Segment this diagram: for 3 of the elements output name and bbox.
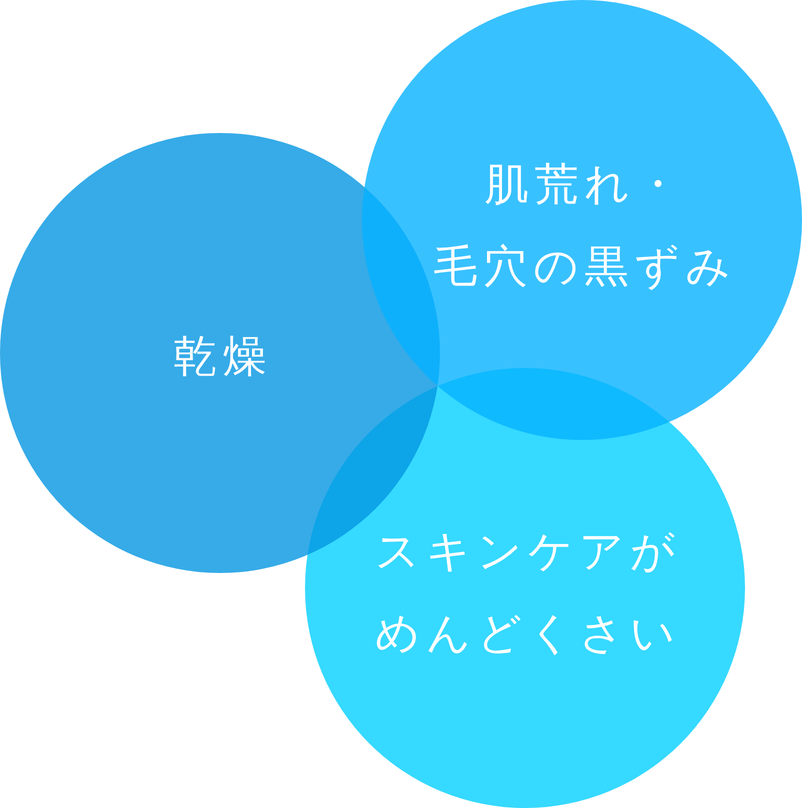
circle-label: 乾燥 — [172, 330, 273, 384]
circle-label: スキンケアがめんどくさい — [374, 525, 682, 661]
circle-label: 肌荒れ・毛穴の黒ずみ — [432, 158, 738, 294]
